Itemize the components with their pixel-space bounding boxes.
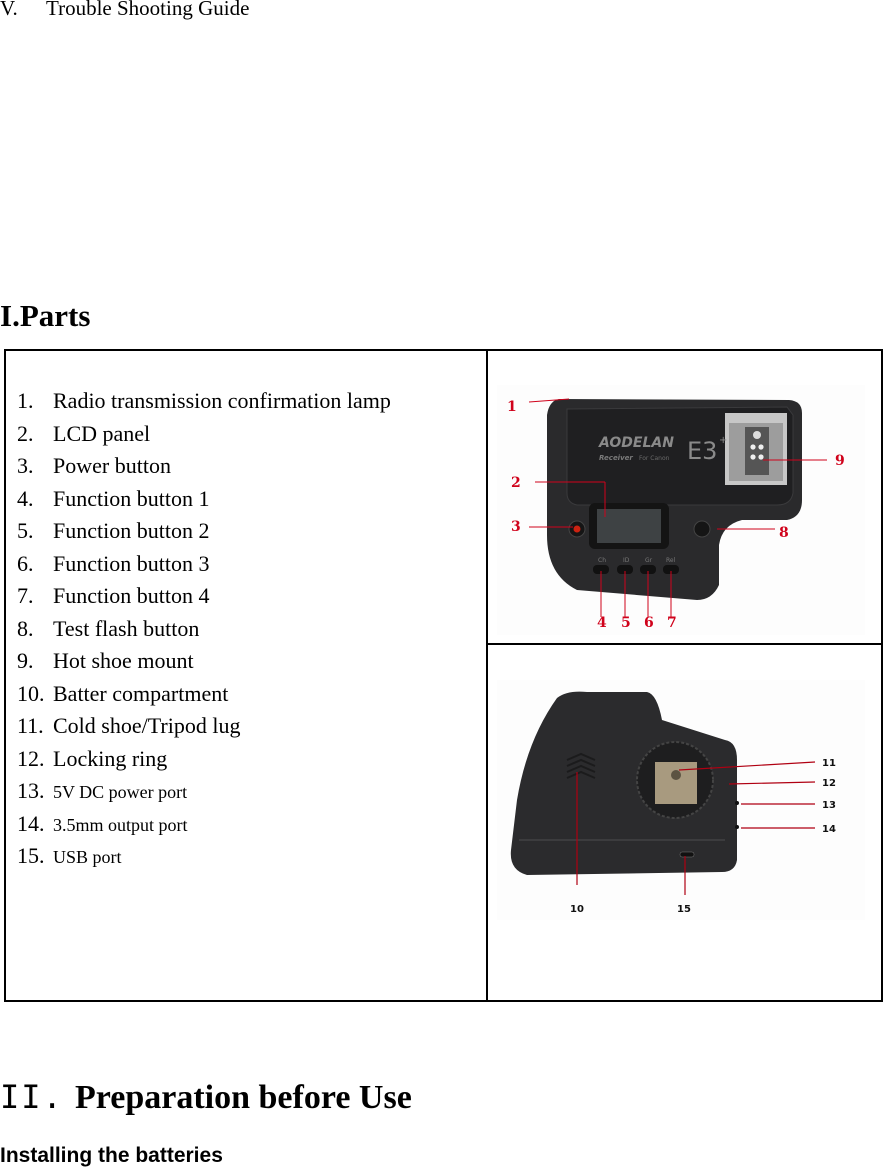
parts-heading: I.Parts: [0, 298, 91, 333]
receiver-front-photo: AODELAN Receiver For Canon E3 + Ch ID Gr…: [497, 385, 865, 635]
svg-text:2: 2: [511, 475, 521, 491]
svg-text:Receiver: Receiver: [599, 454, 633, 462]
installing-batteries-subheading: Installing the batteries: [0, 1144, 223, 1167]
table-row-divider: [487, 643, 882, 645]
parts-list-item: 4.Function button 1: [17, 485, 210, 511]
svg-text:Ch: Ch: [598, 557, 606, 564]
parts-list-item: 12.Locking ring: [17, 745, 168, 771]
svg-text:5: 5: [621, 615, 631, 631]
svg-text:15: 15: [677, 904, 691, 915]
svg-text:E3: E3: [687, 437, 717, 465]
svg-text:14: 14: [822, 824, 836, 835]
parts-list-item: 7.Function button 4: [17, 583, 210, 608]
receiver-front-illustration: AODELAN Receiver For Canon E3 + Ch ID Gr…: [497, 385, 865, 635]
svg-text:9: 9: [835, 453, 845, 469]
toc-number: V.: [0, 0, 18, 20]
parts-list-item: 8.Test flash button: [17, 615, 200, 641]
parts-list-item: 15.USB port: [17, 843, 122, 868]
parts-list-item: 10.Batter compartment: [17, 680, 229, 706]
svg-text:11: 11: [822, 758, 836, 769]
svg-text:3: 3: [511, 519, 521, 535]
svg-text:ID: ID: [623, 557, 630, 564]
svg-text:10: 10: [570, 904, 584, 915]
receiver-back-photo: 11 12 13 14 10 15: [497, 680, 865, 920]
parts-list-item: 3.Power button: [17, 453, 171, 478]
parts-list-item: 6.Function button 3: [17, 550, 210, 576]
svg-text:13: 13: [822, 800, 836, 811]
parts-list-item: 1.Radio transmission confirmation lamp: [17, 388, 391, 413]
parts-list-item: 5.Function button 2: [17, 518, 210, 543]
svg-text:6: 6: [644, 615, 654, 631]
parts-list-item: 14.3.5mm output port: [17, 810, 188, 836]
svg-text:1: 1: [507, 399, 517, 415]
svg-text:For Canon: For Canon: [639, 455, 670, 462]
table-column-divider: [486, 350, 488, 1001]
svg-text:12: 12: [822, 778, 836, 789]
parts-list-item: 11.Cold shoe/Tripod lug: [17, 713, 241, 738]
toc-label: Trouble Shooting Guide: [46, 0, 250, 20]
svg-text:+: +: [719, 435, 727, 446]
brand-logo: AODELAN: [598, 435, 674, 451]
section-roman-numeral: II.: [0, 1078, 64, 1116]
svg-text:8: 8: [779, 525, 789, 541]
svg-text:Gr: Gr: [645, 557, 653, 564]
toc-entry-trouble-shooting: V. Trouble Shooting Guide: [0, 0, 249, 21]
receiver-back-illustration: 11 12 13 14 10 15: [497, 680, 865, 920]
parts-list-item: 13.5V DC power port: [17, 778, 188, 803]
svg-text:Rel: Rel: [666, 557, 676, 564]
svg-text:7: 7: [667, 615, 677, 631]
section-title: Preparation before Use: [75, 1079, 412, 1116]
parts-list-item: 9.Hot shoe mount: [17, 648, 194, 673]
preparation-heading: II. Preparation before Use: [0, 1078, 412, 1117]
parts-list: 1.Radio transmission confirmation lamp 2…: [17, 385, 391, 873]
parts-list-item: 2.LCD panel: [17, 420, 151, 446]
svg-text:4: 4: [597, 615, 607, 631]
parts-table: [4, 349, 883, 1002]
